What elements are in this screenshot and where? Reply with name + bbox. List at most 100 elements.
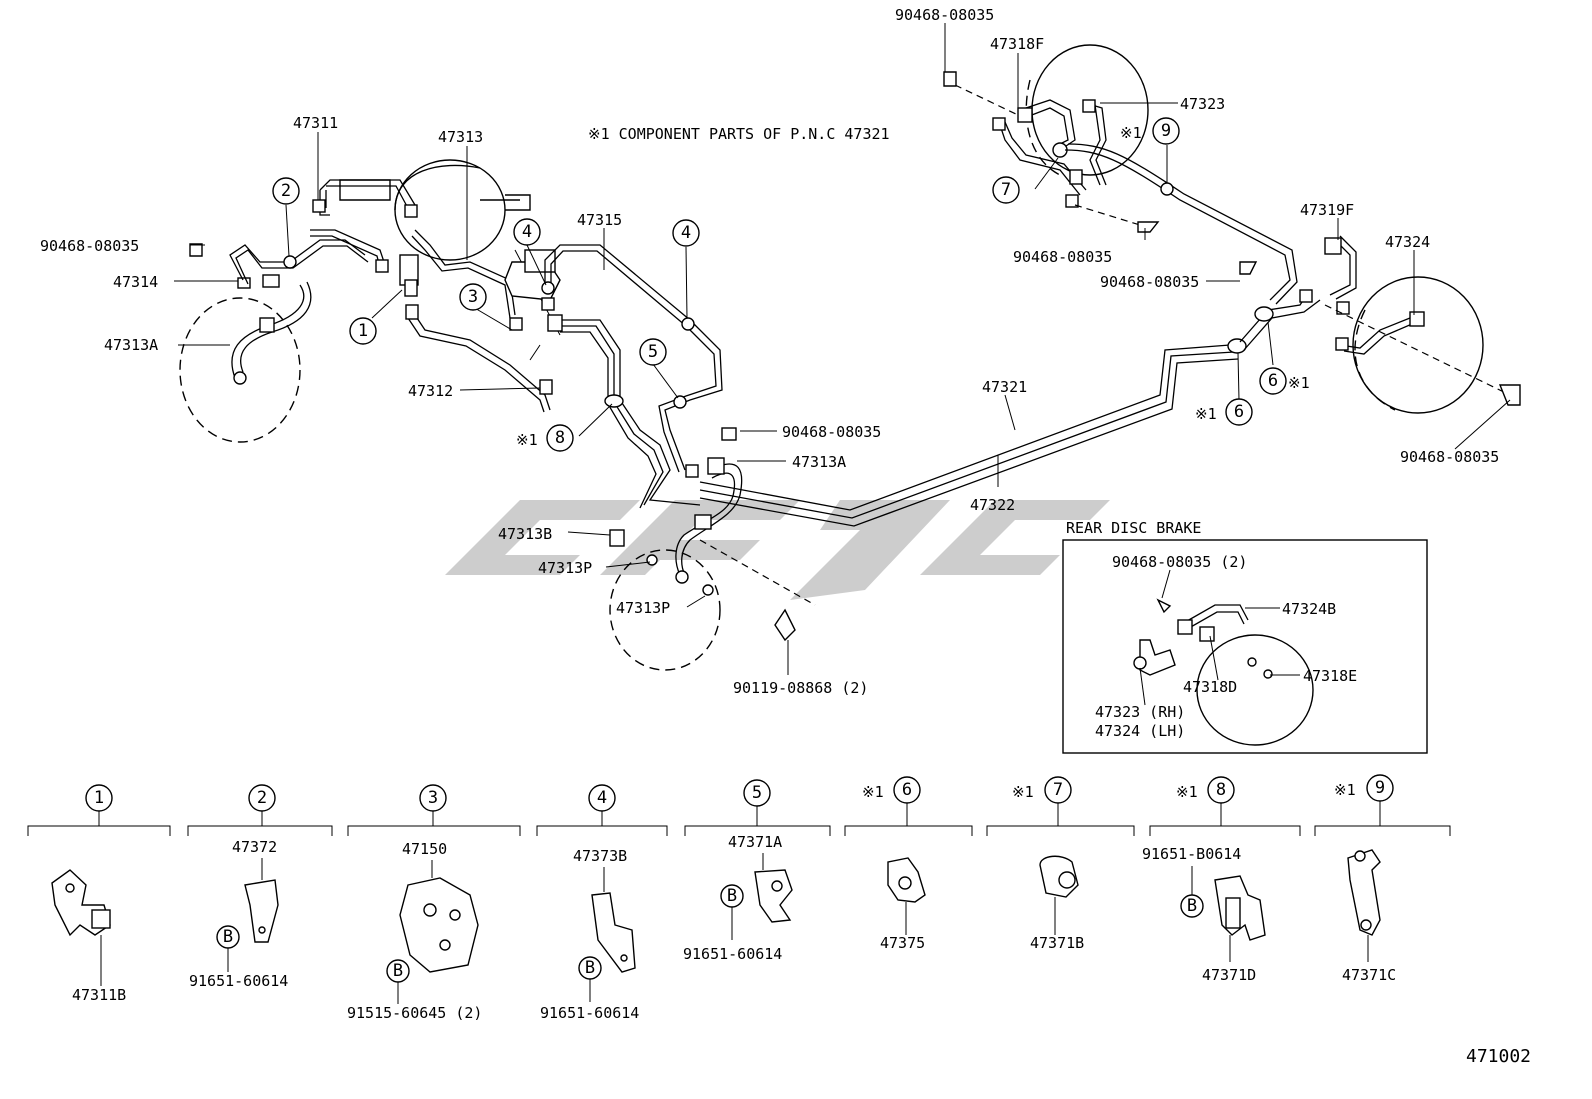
label-47324: 47324 xyxy=(1385,233,1430,251)
rear-disc-brake-box: REAR DISC BRAKE xyxy=(1062,519,1428,754)
label-47311: 47311 xyxy=(293,114,338,132)
legend-mark-6: ※1 xyxy=(862,783,884,801)
right-front-brake xyxy=(609,457,816,671)
label-47323-rh: 47323 (RH) xyxy=(1095,703,1185,721)
legend-part-91651-60614-b: 91651-60614 xyxy=(540,1004,639,1022)
legend-part-47371D: 47371D xyxy=(1202,966,1256,984)
legend-mark-7: ※1 xyxy=(1012,783,1034,801)
watermark-logo xyxy=(445,500,1110,600)
legend-b-8: B xyxy=(1187,896,1197,916)
callout-7: 7 xyxy=(1001,180,1011,200)
legend-num-8: 8 xyxy=(1216,780,1226,800)
label-90468-r3: 90468-08035 xyxy=(1400,448,1499,466)
legend-part-47311B: 47311B xyxy=(72,986,126,1004)
callout-6a-mark: ※1 xyxy=(1288,374,1310,392)
legend-mark-9: ※1 xyxy=(1334,781,1356,799)
leader-lines xyxy=(174,23,1511,706)
legend-part-47372: 47372 xyxy=(232,838,277,856)
label-47312: 47312 xyxy=(408,382,453,400)
legend-b-3: B xyxy=(393,961,403,981)
main-rear-pipes xyxy=(699,289,1321,527)
legend-part-91651-60614-c: 91651-60614 xyxy=(683,945,782,963)
label-47318D: 47318D xyxy=(1183,678,1237,696)
label-47319F: 47319F xyxy=(1300,201,1354,219)
part-labels: 47311 47313 47315 90468-08035 47314 4731… xyxy=(40,6,1499,740)
callout-6b-mark: ※1 xyxy=(1195,405,1217,423)
legend-part-5-clamp xyxy=(754,869,793,923)
label-90468-r1: 90468-08035 xyxy=(1013,248,1112,266)
legend-mark-8: ※1 xyxy=(1176,783,1198,801)
legend-b-2: B xyxy=(223,927,233,947)
label-47324-lh: 47324 (LH) xyxy=(1095,722,1185,740)
legend-part-47150: 47150 xyxy=(402,840,447,858)
label-90468-r2: 90468-08035 xyxy=(1100,273,1199,291)
label-47313P-1: 47313P xyxy=(538,559,592,577)
pipes-center-left xyxy=(405,229,737,509)
legend-num-3: 3 xyxy=(428,788,438,808)
legend-b-4: B xyxy=(585,958,595,978)
callout-1: 1 xyxy=(358,321,368,341)
legend-b-5: B xyxy=(727,886,737,906)
legend-num-7: 7 xyxy=(1053,780,1063,800)
legend-num-5: 5 xyxy=(752,783,762,803)
legend-part-91651-60614-a: 91651-60614 xyxy=(189,972,288,990)
callout-6a: 6 xyxy=(1268,371,1278,391)
rear-upper-brake xyxy=(943,44,1298,305)
rear-right-brake xyxy=(1324,235,1521,414)
diagram-callouts: 1 2 3 4 4 5 6 ※1 ※1 6 7 ※1 8 ※1 9 xyxy=(272,117,1310,452)
callout-8: 8 xyxy=(555,428,565,448)
legend-num-4: 4 xyxy=(597,788,607,808)
legend-part-6-clamp xyxy=(887,857,926,935)
legend-part-47373B: 47373B xyxy=(573,847,627,865)
legend-part-47375: 47375 xyxy=(880,934,925,952)
legend-num-2: 2 xyxy=(257,788,267,808)
label-47315: 47315 xyxy=(577,211,622,229)
callout-5: 5 xyxy=(648,342,658,362)
left-front-brake xyxy=(179,239,369,443)
legend-part-1-clamp xyxy=(51,869,111,986)
legend-row: 1 2 3 4 5 ※1 6 ※1 7 ※1 8 ※1 9 47311B 473… xyxy=(27,774,1451,1022)
callout-6b: 6 xyxy=(1234,402,1244,422)
callout-3: 3 xyxy=(468,287,478,307)
legend-part-47371B: 47371B xyxy=(1030,934,1084,952)
legend-part-47371A: 47371A xyxy=(728,833,782,851)
label-47313A-mid: 47313A xyxy=(792,453,846,471)
legend-part-3-valve xyxy=(399,877,479,973)
label-47314: 47314 xyxy=(113,273,158,291)
label-47324B: 47324B xyxy=(1282,600,1336,618)
legend-num-1: 1 xyxy=(94,788,104,808)
label-90468-left: 90468-08035 xyxy=(40,237,139,255)
callout-9: 9 xyxy=(1161,121,1171,141)
legend-part-91515: 91515-60645 (2) xyxy=(347,1004,482,1022)
callout-4a: 4 xyxy=(522,222,532,242)
label-47313B: 47313B xyxy=(498,525,552,543)
label-47323: 47323 xyxy=(1180,95,1225,113)
diagram-id: 471002 xyxy=(1466,1046,1531,1067)
callout-8-mark: ※1 xyxy=(516,431,538,449)
legend-part-7-clamp xyxy=(1039,855,1079,935)
legend-part-2-bracket xyxy=(244,879,279,943)
callout-2: 2 xyxy=(281,181,291,201)
callout-9-mark: ※1 xyxy=(1120,124,1142,142)
legend-part-8-clamp xyxy=(1214,875,1266,962)
component-note: ※1 COMPONENT PARTS OF P.N.C 47321 xyxy=(588,125,890,143)
callout-4b: 4 xyxy=(681,223,691,243)
brake-booster xyxy=(310,159,531,297)
legend-num-6: 6 xyxy=(902,780,912,800)
label-47313: 47313 xyxy=(438,128,483,146)
legend-part-4-bracket xyxy=(591,892,636,973)
label-47318F: 47318F xyxy=(990,35,1044,53)
label-47313A-left: 47313A xyxy=(104,336,158,354)
label-47322: 47322 xyxy=(970,496,1015,514)
label-90468-top: 90468-08035 xyxy=(895,6,994,24)
rear-disc-brake-title: REAR DISC BRAKE xyxy=(1066,519,1201,537)
legend-part-47371C: 47371C xyxy=(1342,966,1396,984)
legend-part-9-bracket xyxy=(1347,849,1381,962)
label-47313P-2: 47313P xyxy=(616,599,670,617)
label-90119: 90119-08868 (2) xyxy=(733,679,868,697)
label-47321: 47321 xyxy=(982,378,1027,396)
label-47318E: 47318E xyxy=(1303,667,1357,685)
legend-num-9: 9 xyxy=(1375,778,1385,798)
label-box-90468: 90468-08035 (2) xyxy=(1112,553,1247,571)
